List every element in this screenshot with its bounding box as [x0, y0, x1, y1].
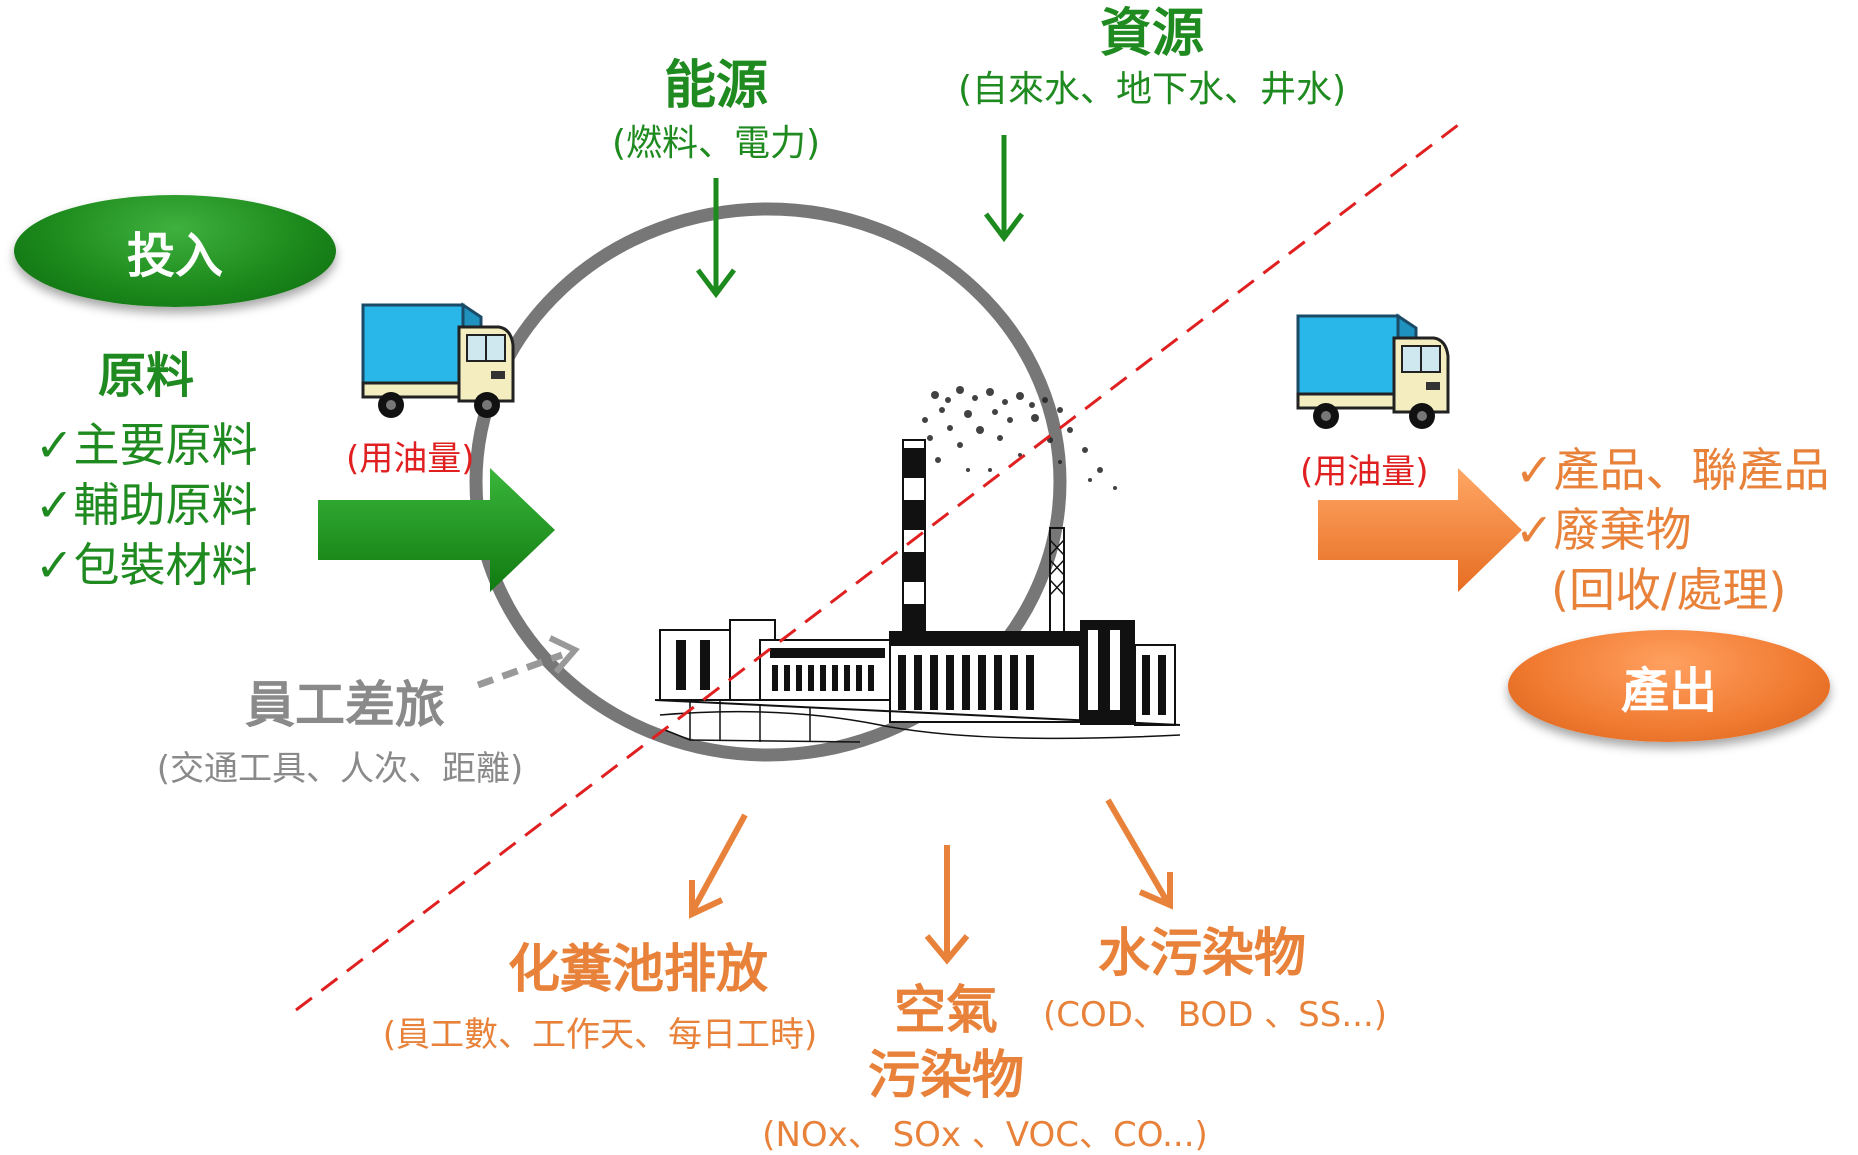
raw-material-item: ✓包裝材料 [35, 538, 258, 592]
output-item: ✓產品、聯產品 [1515, 443, 1830, 497]
boundary-dashed-line [295, 120, 1463, 1012]
travel-title: 員工差旅 [245, 676, 445, 734]
energy-subtitle: (燃料、電力) [611, 123, 821, 164]
energy-title: 能源 [663, 56, 769, 116]
outputs-list: ✓產品、聯產品 ✓廢棄物 (回收/處理) [1515, 440, 1830, 620]
water-subtitle: (COD、 BOD 、SS...) [1042, 995, 1388, 1035]
input-pill: 投入 [14, 195, 336, 307]
air-arrow [924, 845, 970, 965]
air-subtitle: (NOx、 SOx 、VOC、CO...) [762, 1115, 1208, 1155]
input-arrow [318, 468, 555, 592]
factory-icon [654, 386, 1181, 743]
boundary-circle [469, 202, 1067, 762]
output-label: 產出 [1620, 663, 1717, 719]
output-note: (回收/處理) [1551, 563, 1787, 617]
travel-subtitle: (交通工具、人次、距離) [156, 749, 524, 789]
resources-subtitle: (自來水、地下水、井水) [957, 69, 1347, 110]
output-pill: 產出 [1508, 630, 1830, 742]
septic-arrow [689, 813, 748, 919]
raw-materials-list: ✓主要原料 ✓輔助原料 ✓包裝材料 [35, 415, 258, 595]
septic-subtitle: (員工數、工作天、每日工時) [382, 1015, 818, 1055]
raw-material-item: ✓輔助原料 [35, 478, 258, 532]
truck-icon [1296, 314, 1450, 431]
travel-arrow [476, 635, 580, 689]
truck-icon [361, 303, 515, 420]
water-arrow [1105, 798, 1173, 910]
septic-title: 化糞池排放 [507, 940, 769, 1000]
resources-title: 資源 [1099, 4, 1205, 64]
fuel-out-label: (用油量) [1300, 452, 1429, 492]
air-title-line1: 空氣 [893, 981, 999, 1041]
air-title-line2: 污染物 [867, 1046, 1025, 1106]
input-label: 投入 [126, 228, 223, 284]
output-arrow [1318, 468, 1522, 592]
resources-arrow [984, 135, 1024, 243]
water-title: 水污染物 [1097, 924, 1307, 984]
fuel-in-label: (用油量) [346, 439, 475, 479]
output-item: ✓廢棄物 [1515, 503, 1692, 557]
raw-material-item: ✓主要原料 [35, 418, 258, 472]
energy-arrow [696, 178, 736, 299]
raw-materials-title: 原料 [98, 348, 195, 404]
